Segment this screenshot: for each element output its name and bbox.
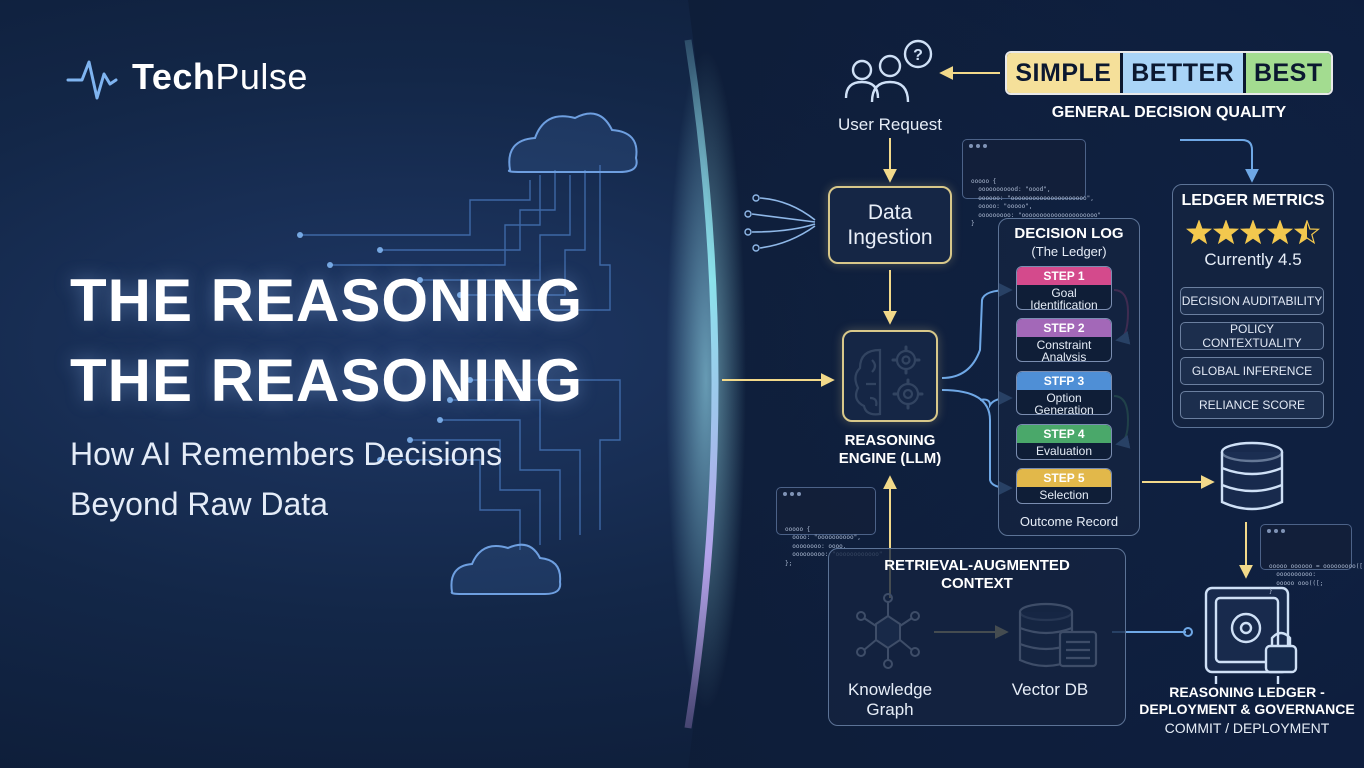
headline-line-2: THE REASONING	[70, 347, 584, 414]
knowledge-graph-line-1: Knowledge	[847, 680, 933, 699]
retrieval-title: RETRIEVAL-AUGMENTED CONTEXT	[828, 557, 1126, 593]
retrieval-title-line-1: RETRIEVAL-AUGMENTED	[884, 557, 1070, 574]
metric-item: GLOBAL INFERENCE	[1180, 357, 1324, 385]
step-description-line-2: Generation	[1034, 403, 1094, 415]
step-description-line-1: Selection	[1039, 488, 1089, 502]
step-description-line-2: Identification	[1030, 298, 1098, 310]
code-line: ooooo {	[785, 525, 811, 533]
data-ingestion-line-2: Ingestion	[847, 226, 933, 249]
metric-item: RELIANCE SCORE	[1180, 391, 1324, 419]
code-line: ooooo oooooo = ooooooooo([	[1269, 562, 1363, 570]
star-icon	[1239, 219, 1267, 245]
code-line: ooooooooo: "ooooooooooooooooooooo"	[971, 211, 1102, 219]
star-icon	[1212, 219, 1240, 245]
brand-name: TechPulse	[132, 56, 308, 97]
step-header: STEP 5	[1017, 469, 1111, 487]
vector-db-label: Vector DB	[1011, 680, 1089, 699]
code-snippet-top: ooooo { ooooooooood: "oood", oooooo: "oo…	[962, 139, 1101, 227]
user-request-label: User Request	[838, 115, 942, 134]
knowledge-graph-label: Knowledge Graph	[830, 680, 950, 720]
headline-line-1: THE REASONING	[70, 267, 584, 334]
step-description-line-2: Analysis	[1041, 350, 1087, 362]
code-line: ooooo {	[971, 177, 997, 185]
code-line: }	[971, 220, 975, 227]
data-ingestion-line-1: Data	[867, 201, 913, 224]
rating-text: Currently 4.5	[1204, 250, 1302, 269]
code-line: };	[785, 559, 793, 567]
reasoning-engine-line-2: ENGINE (LLM)	[838, 450, 942, 467]
reasoning-ledger-title: REASONING LEDGER - DEPLOYMENT & GOVERNAN…	[1136, 684, 1358, 718]
quality-scale: SIMPLE BETTER BEST	[1005, 51, 1333, 95]
quality-simple: SIMPLE	[1007, 53, 1120, 93]
code-line: ooooo ooo(([;	[1269, 579, 1324, 587]
outcome-record-label: Outcome Record	[1019, 514, 1119, 529]
subheadline-line-1: How AI Remembers Decisions	[70, 436, 503, 472]
reasoning-engine-line-1: REASONING	[844, 432, 936, 449]
code-snippet-left: ooooo { oooo: "oooooooooo", oooooooo: oo…	[776, 487, 883, 567]
code-line: oooooooo: oooo,	[785, 542, 847, 550]
decision-log-title: DECISION LOG	[1014, 225, 1124, 242]
quality-best: BEST	[1245, 53, 1331, 93]
step-description-line-1: Evaluation	[1035, 444, 1093, 458]
reasoning-ledger-line-1: REASONING LEDGER -	[1169, 684, 1325, 700]
svg-text:?: ?	[913, 47, 923, 64]
step-description-line-1: Constraint	[1036, 338, 1092, 352]
subheadline-line-2: Beyond Raw Data	[70, 486, 328, 522]
quality-better: BETTER	[1122, 53, 1243, 93]
metric-item: DECISION AUDITABILITY	[1180, 287, 1324, 315]
code-line: ooooooooood: "oood",	[971, 186, 1051, 193]
star-icon	[1266, 219, 1294, 245]
pulse-icon	[68, 57, 118, 97]
users-icon	[844, 39, 933, 103]
code-line: oooo: "oooooooooo",	[785, 534, 861, 541]
retrieval-panel	[828, 548, 1126, 726]
reasoning-engine-box	[842, 330, 938, 422]
metric-item: POLICY CONTEXTUALITY	[1180, 322, 1324, 350]
knowledge-graph-line-2: Graph	[866, 700, 914, 719]
step-header: STFP 3	[1017, 372, 1111, 390]
code-line: oooooooooo:	[1269, 571, 1316, 578]
rating-stars	[1185, 219, 1321, 246]
retrieval-title-line-2: CONTEXT	[941, 575, 1013, 592]
step-description: Evaluation	[1017, 443, 1111, 459]
reasoning-ledger-subtitle: COMMIT / DEPLOYMENT	[1164, 720, 1330, 736]
reasoning-ledger-line-2: DEPLOYMENT & GOVERNANCE	[1139, 701, 1355, 717]
code-line: oooooo: "ooooooooooooooooooooo",	[971, 194, 1094, 202]
step-description-line-1: Option	[1046, 391, 1082, 405]
quality-label: GENERAL DECISION QUALITY	[1051, 104, 1287, 121]
step-header: STEP 4	[1017, 425, 1111, 443]
star-icon	[1185, 219, 1213, 245]
step-header: STEP 2	[1017, 319, 1111, 337]
step-description-line-1: Goal	[1051, 286, 1077, 300]
brand: TechPulse	[68, 56, 308, 98]
star-icon	[1293, 219, 1321, 245]
ledger-metrics-title: LEDGER METRICS	[1181, 192, 1325, 209]
code-snippet-right: ooooo oooooo = ooooooooo([ oooooooooo: o…	[1260, 524, 1363, 595]
step-header: STEP 1	[1017, 267, 1111, 285]
decision-log-subtitle: (The Ledger)	[1031, 244, 1107, 259]
code-line: }	[1269, 588, 1273, 595]
step-description: Selection	[1017, 487, 1111, 503]
code-line: ooooo: "ooooo",	[971, 203, 1033, 210]
reasoning-engine-label: REASONING ENGINE (LLM)	[820, 432, 960, 468]
data-ingestion-box: Data Ingestion	[828, 186, 952, 264]
